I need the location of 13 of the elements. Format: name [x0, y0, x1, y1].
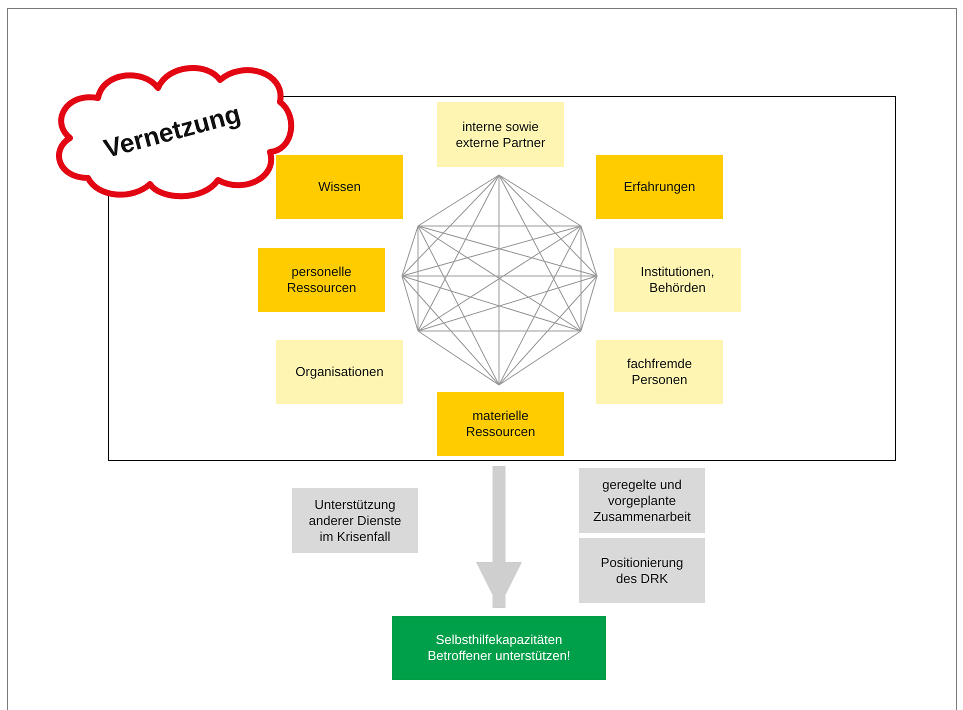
resource-box: Organisationen	[276, 340, 403, 404]
resource-box: materielle Ressourcen	[437, 392, 564, 456]
arrow	[476, 466, 522, 608]
note-box: geregelte und vorgeplante Zusammenarbeit	[579, 468, 705, 533]
goal-box: Selbsthilfekapazitäten Betroffener unterstützen!	[392, 616, 606, 680]
resource-box: personelle Ressourcen	[258, 248, 385, 312]
resource-box: Erfahrungen	[596, 155, 723, 219]
resource-box: interne sowie externe Partner	[437, 102, 564, 167]
resource-box: Institutionen, Behörden	[614, 248, 741, 312]
note-box: Positionierung des DRK	[579, 538, 705, 603]
resource-box: fachfremde Personen	[596, 340, 723, 404]
note-box: Unterstützung anderer Dienste im Krisenfall	[292, 488, 418, 553]
resource-box: Wissen	[276, 155, 403, 219]
